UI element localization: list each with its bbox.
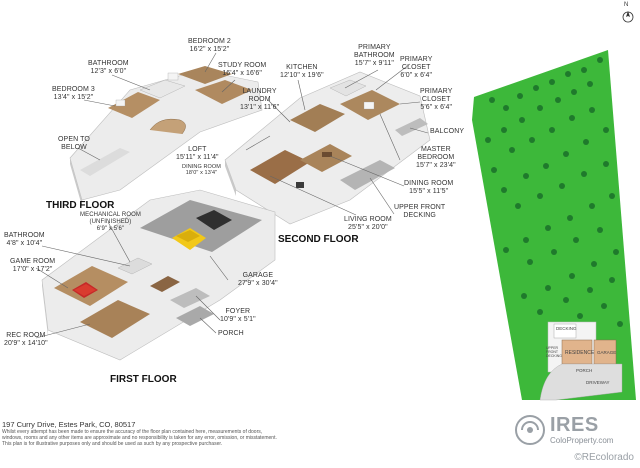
- trees: [485, 57, 623, 327]
- primary-bathroom-label: PRIMARY BATHROOM 15'7" x 9'11": [354, 44, 395, 67]
- recolorado-watermark: ©REcolorado: [574, 452, 634, 463]
- primary-closet-2-label: PRIMARY CLOSET 5'6" x 6'4": [420, 88, 453, 111]
- dining-room-label: DINING ROOM 15'5" x 11'5": [404, 180, 454, 195]
- loft-label: LOFT 15'11" x 11'4": [176, 146, 219, 161]
- second-floor-title: SECOND FLOOR: [278, 234, 359, 245]
- site-driveway-label: DRIVEWAY: [586, 380, 610, 385]
- game-room-label: GAME ROOM 17'0" x 17'2": [10, 258, 56, 273]
- ires-logo-text: IRES: [550, 414, 599, 436]
- third-floor-title: THIRD FLOOR: [46, 200, 115, 211]
- kitchen-label: KITCHEN 12'10" x 19'6": [280, 64, 324, 79]
- bedroom-2-label: BEDROOM 2 16'2" x 15'2": [188, 38, 231, 53]
- site-garage-label: GARAGE: [597, 350, 617, 355]
- leader-lines: [35, 52, 429, 339]
- open-to-below-label: OPEN TO BELOW: [58, 136, 90, 151]
- porch-label: PORCH: [218, 330, 244, 337]
- footer: 197 Curry Drive, Estes Park, CO, 80517 W…: [2, 420, 362, 447]
- balcony-label: BALCONY: [430, 128, 465, 135]
- site-residence-label: RESIDENCE: [565, 350, 595, 356]
- bathroom-3rd-label: BATHROOM 12'3" x 6'0": [88, 60, 129, 75]
- bathroom-1st-label: BATHROOM 4'8" x 10'4": [4, 232, 45, 247]
- disclaimer-line-2: windows, rooms and any other items are a…: [2, 435, 277, 441]
- site-porch-label: PORCH: [576, 368, 593, 373]
- driveway-shape: [539, 363, 623, 401]
- lawn-parcel: [472, 50, 636, 400]
- upper-front-decking-label: UPPER FRONT DECKING: [394, 204, 446, 219]
- disclaimer-line-3: This plan is for illustrative purposes o…: [2, 441, 223, 447]
- decking-footprint: [553, 323, 577, 339]
- north-compass-icon: N: [620, 2, 636, 24]
- foyer-label: FOYER 10'9" x 5'1": [220, 308, 256, 323]
- disclaimer-line-1: Whilst every attempt has been made to en…: [2, 429, 263, 435]
- site-plan: [472, 50, 636, 401]
- residence-footprint: [561, 339, 593, 365]
- garage-label: GARAGE 27'9" x 30'4": [238, 272, 278, 287]
- bedroom-3-label: BEDROOM 3 13'4" x 15'2": [52, 86, 95, 101]
- site-decking-label: DECKING: [556, 326, 577, 331]
- north-label: N: [624, 2, 629, 8]
- primary-closet-1-label: PRIMARY CLOSET 6'0" x 6'4": [400, 56, 433, 79]
- mechanical-room-label: MECHANICAL ROOM (UNFINISHED) 6'9" x 5'6": [80, 212, 141, 232]
- dining-room-small-label: DINING ROOM 18'0" x 13'4": [182, 164, 221, 176]
- ires-logo-mark: [515, 415, 545, 445]
- first-floor-title: FIRST FLOOR: [110, 374, 177, 385]
- study-room-label: STUDY ROOM 16'4" x 16'6": [218, 62, 267, 77]
- ires-logo-url: ColoProperty.com: [550, 436, 614, 445]
- master-bedroom-label: MASTER BEDROOM 15'7" x 23'4": [416, 146, 456, 169]
- laundry-room-label: LAUNDRY ROOM 13'1" x 11'6": [240, 88, 280, 111]
- site-upper-deck-label: UPPER FRONT DECKING: [546, 346, 562, 358]
- second-floor-plan: [224, 71, 431, 225]
- first-floor-plan: [41, 189, 276, 361]
- rec-room-label: REC ROOM 20'9" x 14'10": [4, 332, 48, 347]
- ires-logo: IRES ColoProperty.com: [514, 412, 640, 452]
- third-floor-plan: [69, 66, 263, 206]
- property-address: 197 Curry Drive, Estes Park, CO, 80517: [2, 420, 136, 429]
- living-room-label: LIVING ROOM 25'5" x 20'0": [344, 216, 392, 231]
